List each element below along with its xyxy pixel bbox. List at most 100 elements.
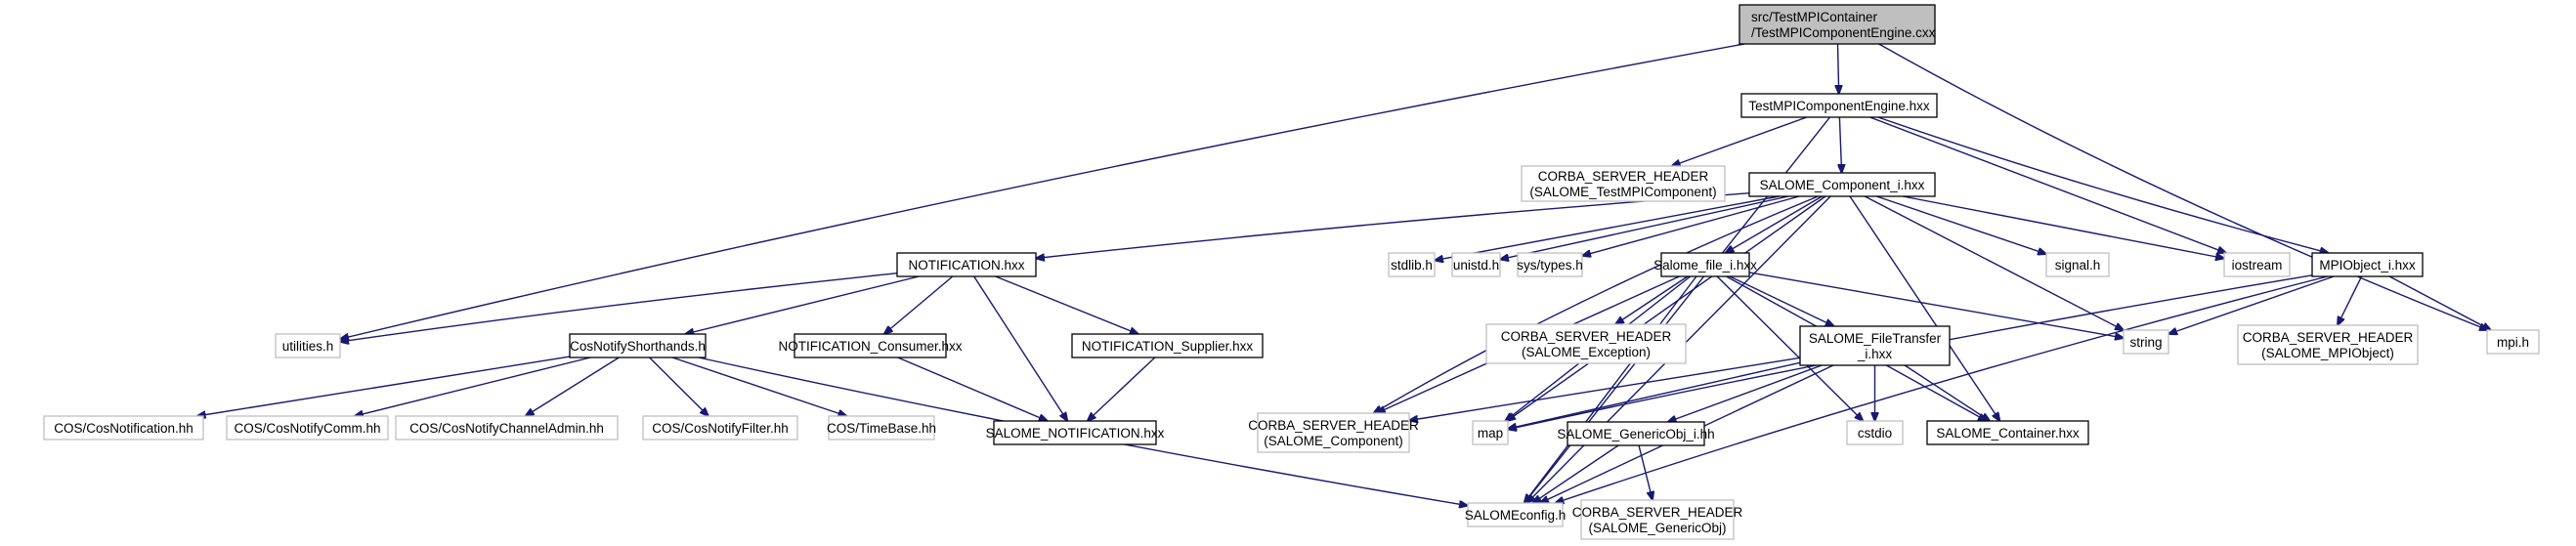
edge-component_i-to-iostream <box>1902 195 2224 259</box>
node-box <box>794 333 947 358</box>
node-box <box>226 415 389 441</box>
node-box <box>1467 502 1564 527</box>
nodes-layer: src/TestMPIContainer/TestMPIComponentEng… <box>43 4 2540 540</box>
edge-component_i-to-corba_component <box>1374 195 1819 413</box>
edge-component_i-to-salome_file <box>1726 195 1823 253</box>
edge-notif_supplier-to-salome_notification <box>1088 357 1156 421</box>
node-box <box>1567 421 1705 446</box>
node-label: mpi.h <box>2497 335 2529 350</box>
node-component_i[interactable]: SALOME_Component_i.hxx <box>1748 172 1936 197</box>
node-engine_hxx[interactable]: TestMPIComponentEngine.hxx <box>1740 93 1938 118</box>
node-salome_file[interactable]: Salome_file_i.hxx <box>1653 252 1757 277</box>
edge-cosshorthands-to-cos_channeladmin <box>526 357 620 416</box>
node-string: string <box>2123 329 2169 355</box>
edge-component_i-to-signal <box>1876 195 2046 254</box>
edge-salome_file-to-corba_exception <box>1615 275 1689 324</box>
node-stdlib: stdlib.h <box>1388 252 1436 277</box>
edge-salome_file-to-string <box>1748 272 2124 338</box>
node-cosshorthands[interactable]: CosNotifyShorthands.h <box>569 333 707 358</box>
edge-cosshorthands-to-cos_timebase <box>671 357 846 416</box>
node-notif_supplier[interactable]: NOTIFICATION_Supplier.hxx <box>1071 333 1264 358</box>
node-filetransfer[interactable]: SALOME_FileTransfer_i.hxx <box>1799 325 1951 366</box>
node-box <box>642 415 798 441</box>
node-label: _i.hxx <box>1857 347 1893 361</box>
node-cos_timebase: COS/TimeBase.hh <box>827 415 936 441</box>
node-label: (SALOME_Component) <box>1264 434 1403 448</box>
node-box <box>993 420 1157 445</box>
node-box <box>1517 252 1583 277</box>
node-notification[interactable]: NOTIFICATION.hxx <box>896 252 1037 277</box>
node-box <box>395 415 619 441</box>
edge-engine_hxx-to-mpiobject <box>1877 116 2329 253</box>
edge-filetransfer-to-container <box>1904 364 1990 421</box>
node-label: signal.h <box>2055 258 2101 273</box>
node-container[interactable]: SALOME_Container.hxx <box>1926 420 2089 445</box>
node-label: iostream <box>2232 258 2283 273</box>
edge-genericobj_i-to-salomeconfig <box>1532 444 1619 503</box>
node-mpi: mpi.h <box>2486 329 2540 355</box>
node-root[interactable]: src/TestMPIContainer/TestMPIComponentEng… <box>1739 4 1936 45</box>
edge-component_i-to-unistd <box>1500 195 1789 260</box>
node-box <box>1451 252 1501 277</box>
edge-root-to-engine_hxx <box>1838 43 1839 94</box>
node-box <box>1580 499 1735 540</box>
node-box <box>1071 333 1264 358</box>
node-label: (SALOME_GenericObj) <box>1588 521 1726 535</box>
node-mpiobject[interactable]: MPIObject_i.hxx <box>2311 252 2424 277</box>
node-signal: signal.h <box>2045 252 2110 277</box>
node-box <box>1846 420 1904 445</box>
node-cos_channeladmin: COS/CosNotifyChannelAdmin.hh <box>395 415 619 441</box>
node-salomeconfig: SALOMEconfig.h <box>1465 502 1567 527</box>
node-corba_genericobj: CORBA_SERVER_HEADER(SALOME_GenericObj) <box>1572 499 1743 540</box>
node-label: SALOME_NOTIFICATION.hxx <box>986 426 1165 441</box>
node-genericobj_i[interactable]: SALOME_GenericObj_i.hh <box>1557 421 1715 446</box>
node-label: stdlib.h <box>1391 258 1433 273</box>
edge-component_i-to-notification <box>1036 192 1750 259</box>
node-box <box>1257 412 1410 453</box>
node-label: src/TestMPIContainer <box>1751 10 1878 24</box>
edge-root-to-mpi <box>1878 43 2488 330</box>
node-notif_consumer[interactable]: NOTIFICATION_Consumer.hxx <box>778 333 963 358</box>
edge-notification-to-utilities <box>340 273 898 342</box>
node-box <box>2045 252 2110 277</box>
edge-engine_hxx-to-iostream <box>1869 116 2227 253</box>
edge-cosshorthands-to-cos_notification <box>197 356 571 416</box>
node-label: NOTIFICATION.hxx <box>908 258 1024 273</box>
node-label: CORBA_SERVER_HEADER <box>2243 330 2414 345</box>
edge-root-to-utilities <box>340 43 1745 339</box>
edge-engine_hxx-to-corba_testmpi <box>1672 116 1808 166</box>
edge-engine_hxx-to-component_i <box>1839 116 1841 173</box>
node-label: CORBA_SERVER_HEADER <box>1538 169 1709 184</box>
node-utilities: utilities.h <box>275 333 341 358</box>
node-label: (SALOME_Exception) <box>1522 345 1651 359</box>
node-label: map <box>1478 426 1503 441</box>
edge-notification-to-salome_notification <box>973 275 1068 421</box>
node-box <box>828 415 935 441</box>
node-box <box>1485 323 1687 364</box>
edge-component_i-to-map <box>1507 195 1826 421</box>
node-box <box>569 333 707 358</box>
node-label: Salome_file_i.hxx <box>1653 258 1757 273</box>
node-box <box>1388 252 1436 277</box>
node-label: CosNotifyShorthands.h <box>570 339 706 354</box>
edge-notification-to-notif_supplier <box>995 275 1138 334</box>
node-box <box>2311 252 2424 277</box>
node-label: NOTIFICATION_Supplier.hxx <box>1082 339 1254 354</box>
edge-engine_hxx-to-salomeconfig <box>1524 116 1831 503</box>
edge-mpiobject-to-corba_mpiobject <box>2338 275 2363 325</box>
node-label: COS/CosNotifyFilter.hh <box>652 421 789 436</box>
node-salome_notification[interactable]: SALOME_NOTIFICATION.hxx <box>986 420 1165 445</box>
node-label: string <box>2129 335 2162 350</box>
node-label: CORBA_SERVER_HEADER <box>1248 418 1419 433</box>
edge-component_i-to-systypes <box>1582 195 1800 256</box>
edge-salome_file-to-salomeconfig <box>1524 275 1697 503</box>
node-box <box>2237 324 2419 365</box>
node-label: unistd.h <box>1453 258 1499 273</box>
edge-cosshorthands-to-cos_filter <box>649 357 708 416</box>
node-box <box>1748 172 1936 197</box>
node-label: COS/CosNotifyComm.hh <box>234 421 380 436</box>
node-label: SALOMEconfig.h <box>1465 508 1567 523</box>
node-cos_filter: COS/CosNotifyFilter.hh <box>642 415 798 441</box>
node-label: SALOME_Container.hxx <box>1936 426 2080 441</box>
